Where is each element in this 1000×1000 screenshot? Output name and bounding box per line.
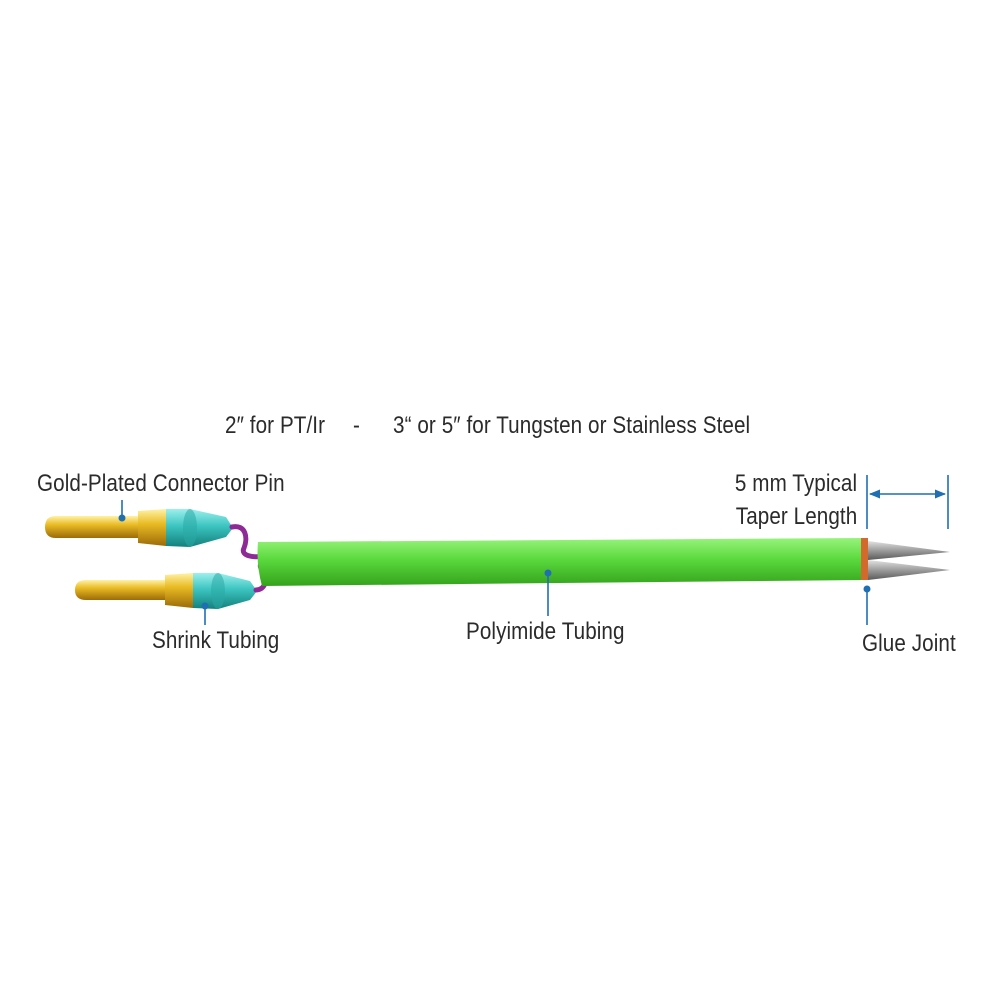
glue-joint-label: Glue Joint [862,630,956,657]
glue-joint [861,538,868,580]
length-pt-ir-label: 2″ for PT/Ir [225,412,326,439]
length-tungsten-steel-label: 3“ or 5″ for Tungsten or Stainless Steel [393,412,751,439]
polyimide-tubing-dot [544,569,552,577]
shrink-tubing-label: Shrink Tubing [152,627,280,654]
connector-pin-lower [75,573,193,608]
shrink-tubing-upper [166,509,233,547]
shrink-tubing-dot [201,602,209,610]
electrode-tips [868,541,950,580]
polyimide-tube [257,538,866,586]
connector-pin-dot [118,514,126,522]
taper-length-label-line1: 5 mm Typical [734,470,857,497]
polyimide-tubing-label: Polyimide Tubing [466,618,625,645]
shrink-tubing-lower [193,573,257,609]
connector-pin-label: Gold-Plated Connector Pin [37,470,285,497]
header-separator: - [353,412,360,439]
connector-pin-upper [45,509,166,546]
glue-joint-dot [863,585,871,593]
callout-lines [118,475,949,625]
taper-length-label-line2: Taper Length [735,503,857,530]
